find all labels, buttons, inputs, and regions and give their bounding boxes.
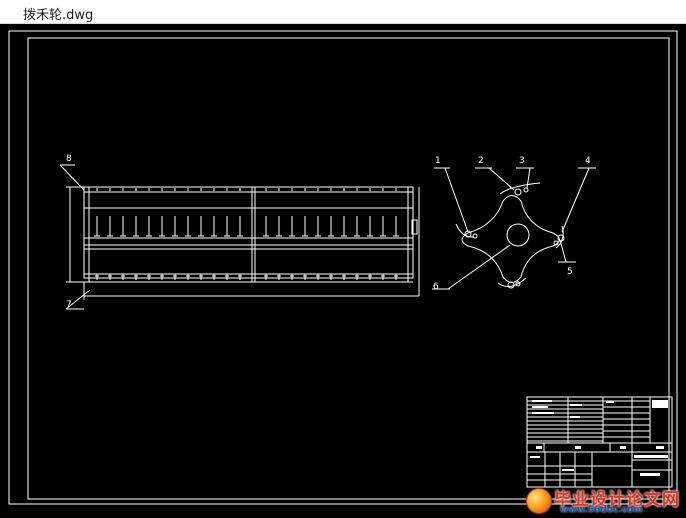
front-view <box>59 164 420 310</box>
side-view <box>432 167 596 290</box>
watermark-logo-icon <box>526 488 552 514</box>
inner-frame <box>27 37 670 500</box>
watermark: 毕业设计论文网 www.56doc.com <box>520 485 686 518</box>
cad-drawing: 1 2 3 4 5 6 7 8 <box>8 30 678 505</box>
balloon-7: 7 <box>66 300 72 310</box>
watermark-text: 毕业设计论文网 <box>554 490 680 510</box>
balloon-2: 2 <box>478 156 484 166</box>
balloon-1: 1 <box>435 156 441 166</box>
document-title: 拨禾轮.dwg <box>23 8 94 23</box>
drawing-canvas[interactable]: 1 2 3 4 5 6 7 8 <box>0 24 686 518</box>
balloon-8: 8 <box>66 154 72 164</box>
title-bar: 拨禾轮.dwg <box>0 0 686 24</box>
balloon-5: 5 <box>567 267 573 277</box>
watermark-url: www.56doc.com <box>560 505 643 515</box>
balloon-6: 6 <box>433 282 439 292</box>
balloon-4: 4 <box>585 156 591 166</box>
title-block <box>526 396 673 488</box>
balloon-3: 3 <box>519 156 525 166</box>
outer-frame <box>8 30 678 505</box>
